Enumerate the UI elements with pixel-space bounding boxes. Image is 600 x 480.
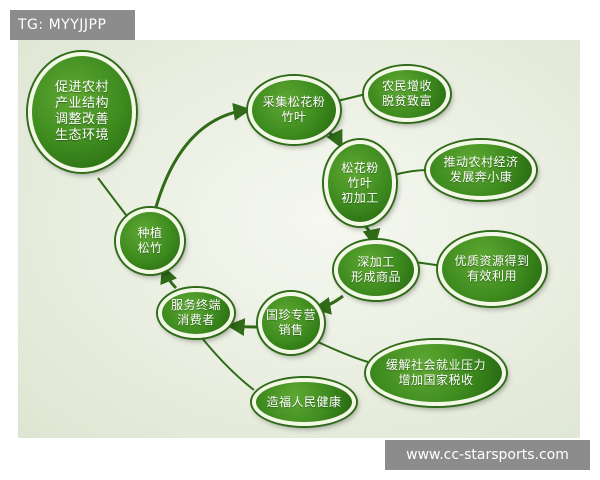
node-employment-tax: 缓解社会就业压力 增加国家税收: [366, 340, 506, 406]
node-initial-processing: 松花粉 竹叶 初加工: [324, 140, 396, 226]
watermark-tag: TG: MYYJJPP: [10, 10, 135, 40]
node-end-consumer: 服务终端 消费者: [158, 288, 234, 338]
node-rural-economy: 推动农村经济 发展奔小康: [426, 140, 536, 200]
node-people-health: 造福人民健康: [252, 378, 356, 426]
arrow-deep-to-sales: [312, 294, 344, 315]
diagram-canvas: 促进农村 产业结构 调整改善 生态环境 种植 松竹 采集松花粉 竹叶 农民增收 …: [18, 40, 580, 438]
line-service-to-health: [201, 337, 255, 391]
line-sales-to-employ: [317, 341, 369, 363]
node-plant-bamboo-pine: 种植 松竹: [116, 208, 184, 274]
node-resource-use: 优质资源得到 有效利用: [438, 232, 546, 306]
node-collect-pollen: 采集松花粉 竹叶: [248, 76, 340, 144]
line-initial-to-poverty: [393, 169, 429, 176]
arrow-service-to-plant: [160, 264, 178, 290]
node-exclusive-sales: 国珍专营 销售: [258, 292, 324, 354]
arrow-sales-to-service: [226, 318, 259, 337]
node-farmer-income: 农民增收 脱贫致富: [364, 66, 450, 122]
node-deep-processing: 深加工 形成商品: [334, 240, 418, 300]
arrow-plant-to-collect: [151, 102, 252, 219]
site-url-tag: www.cc-starsports.com: [385, 440, 590, 470]
node-eco-improvement: 促进农村 产业结构 调整改善 生态环境: [28, 52, 136, 172]
